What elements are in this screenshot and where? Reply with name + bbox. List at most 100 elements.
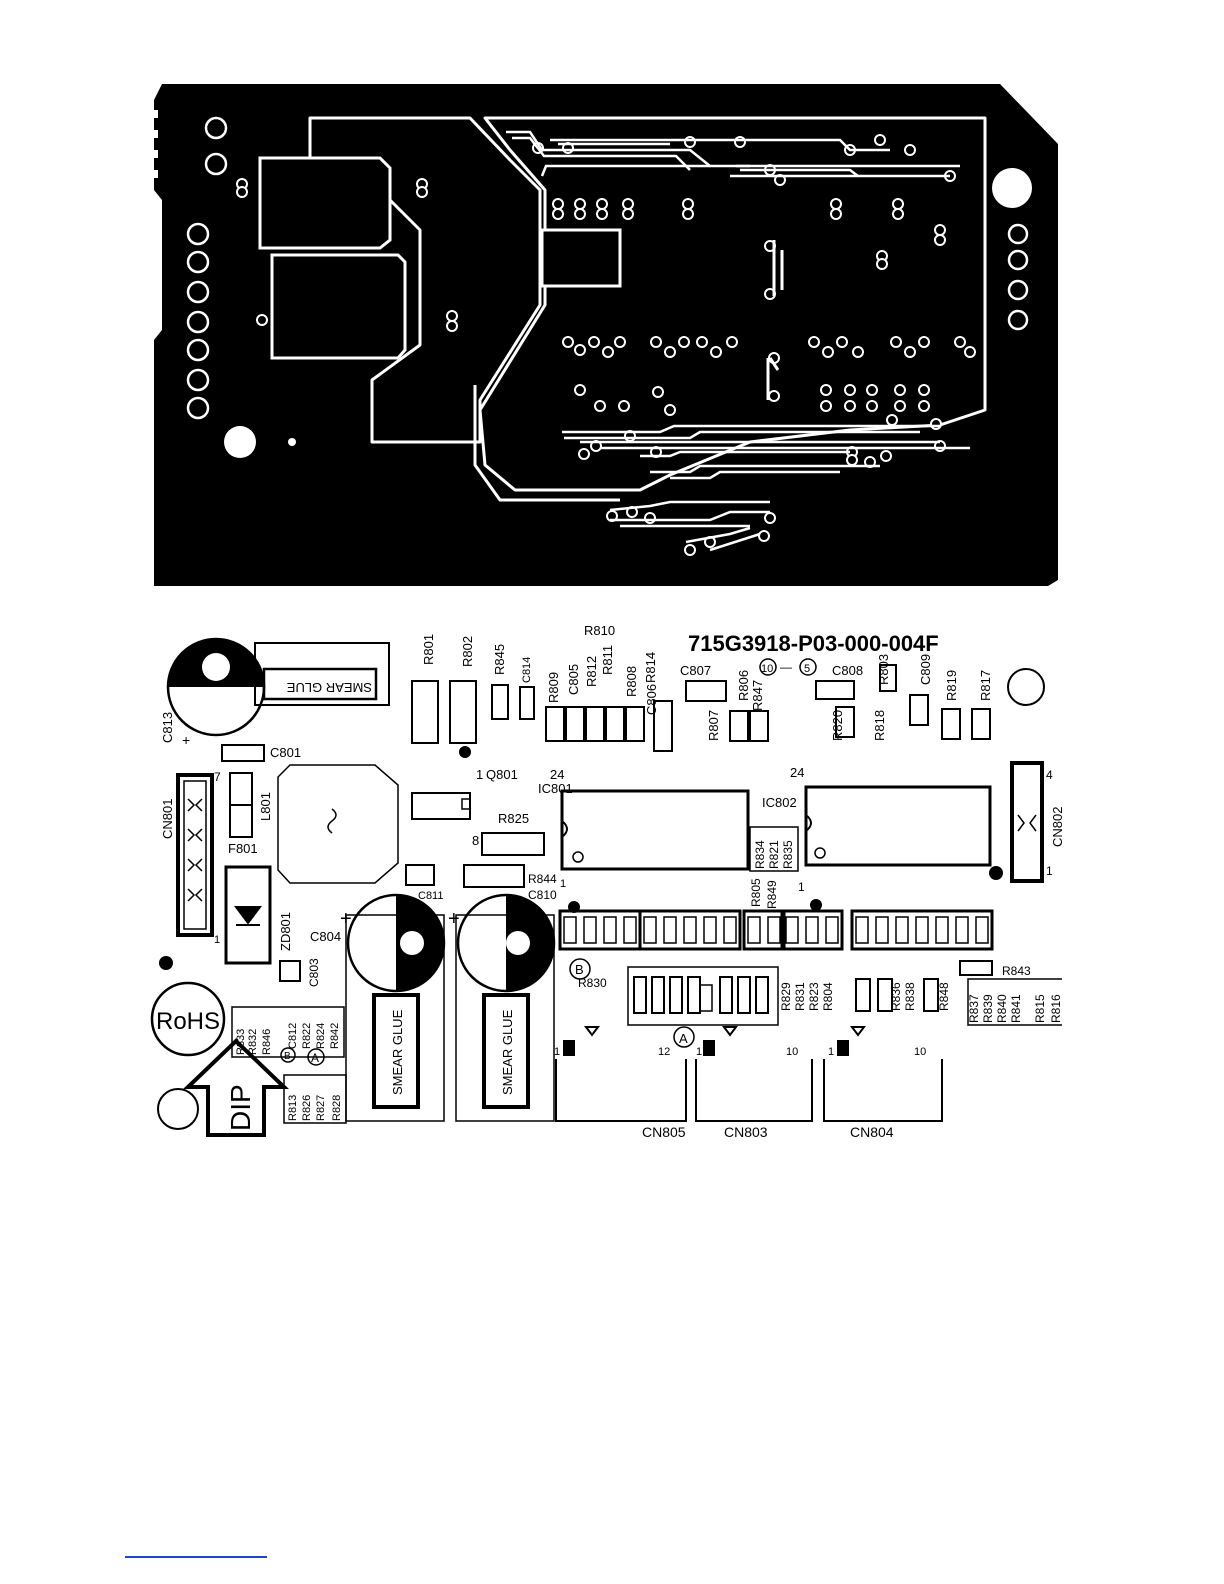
label-r848: R848	[937, 982, 951, 1011]
footprint-pad	[729, 710, 749, 742]
label-c811: C811	[418, 890, 443, 902]
label-r819: R819	[944, 670, 959, 701]
smear-glue-top-label: SMEAR GLUE	[286, 680, 372, 695]
c804-capacitor	[345, 893, 446, 1122]
label-r829: R829	[779, 982, 793, 1011]
label-r806: R806	[736, 670, 751, 701]
label-cn802: CN802	[1050, 807, 1062, 847]
label-r810: R810	[584, 623, 615, 638]
footprint-pad	[685, 680, 727, 702]
label-c812: C812	[287, 1023, 299, 1049]
label-r845: R845	[492, 644, 507, 675]
footprint-pad	[749, 710, 769, 742]
q801-pin1: 1	[476, 767, 483, 782]
label-r807: R807	[706, 710, 721, 741]
callout-b-mid: B	[575, 962, 584, 977]
cn802-pin1: 1	[1046, 864, 1053, 878]
footprint-pad	[625, 706, 645, 742]
signal-trace	[550, 138, 890, 152]
label-r840: R840	[995, 994, 1009, 1023]
label-f801: F801	[228, 841, 258, 856]
signal-trace	[709, 532, 761, 552]
signal-trace	[540, 164, 710, 177]
label-r836: R836	[889, 982, 903, 1011]
label-r844: R844	[528, 872, 557, 886]
label-l801: L801	[258, 792, 273, 821]
label-c813: C813	[160, 712, 175, 743]
ic802-pin24: 24	[790, 765, 804, 780]
cn803-connector	[695, 1026, 813, 1122]
cn804-connector	[823, 1026, 943, 1122]
cn802-connector	[1010, 761, 1044, 883]
footprint-pad	[835, 706, 855, 738]
label-r835: R835	[781, 840, 795, 869]
label-c807: C807	[680, 663, 711, 678]
mounting-holes	[224, 168, 1032, 458]
footprint-pad	[545, 706, 565, 742]
cn805-pin12: 12	[658, 1046, 670, 1058]
label-r830: R830	[578, 976, 607, 990]
signal-trace	[685, 526, 751, 544]
label-r815: R815	[1033, 994, 1047, 1023]
ic801-pin24: 24	[550, 767, 564, 782]
label-r813: R813	[287, 1095, 299, 1121]
label-c805: C805	[566, 664, 581, 695]
r825-pin8: 8	[472, 833, 479, 848]
label-r831: R831	[793, 982, 807, 1011]
label-r832: R832	[247, 1029, 259, 1055]
label-r820: R820	[830, 710, 845, 741]
ic802-chip	[804, 785, 992, 867]
label-c808: C808	[832, 663, 863, 678]
cn805-connector	[555, 1026, 687, 1122]
label-r803: R803	[876, 654, 891, 685]
label-r841: R841	[1009, 994, 1023, 1023]
plus-c804: +	[340, 908, 352, 930]
plus-c810: +	[448, 908, 460, 930]
signal-trace	[609, 500, 770, 512]
footer-link-underline[interactable]	[125, 1556, 267, 1558]
label-c806: C806	[644, 684, 659, 715]
edge-ticks	[154, 110, 158, 178]
ic801-chip	[560, 789, 750, 871]
label-cn803: CN803	[724, 1124, 768, 1140]
label-c809: C809	[918, 654, 933, 685]
ic802-pin1: 1	[798, 880, 805, 894]
label-c801: C801	[270, 745, 301, 760]
footprint-pad	[565, 706, 585, 742]
footprint-pad	[971, 708, 991, 740]
label-ic802: IC802	[762, 795, 797, 810]
label-r842: R842	[329, 1023, 341, 1049]
footprint-pad	[653, 700, 673, 752]
label-r826: R826	[301, 1095, 313, 1121]
rohs-mark	[150, 981, 226, 1057]
cn801-pin7: 7	[214, 770, 221, 784]
pcb-silkscreen-view: 715G3918-P03-000-004F C813 + SMEAR GLUE …	[150, 623, 1062, 1140]
label-r828: R828	[331, 1095, 343, 1121]
footprint-pad	[491, 684, 509, 720]
cn803-pin1: 1	[696, 1046, 702, 1058]
callout-10: 10	[761, 663, 773, 675]
footprint-pad	[909, 694, 929, 726]
label-r834: R834	[753, 840, 767, 869]
footprint-pad	[941, 708, 961, 740]
label-zd801: ZD801	[278, 912, 293, 951]
label-r837: R837	[967, 994, 981, 1023]
smear-glue-c804: SMEAR GLUE	[390, 1009, 405, 1095]
mid-row-footprints	[627, 960, 993, 1026]
label-r816: R816	[1049, 994, 1062, 1023]
resistor-array-row	[558, 909, 994, 951]
cn805-pin1: 1	[554, 1046, 560, 1058]
signal-trace	[640, 450, 850, 458]
label-r825: R825	[498, 811, 529, 826]
signal-trace	[650, 464, 880, 474]
plus-c813: +	[182, 732, 190, 748]
callout-5: 5	[804, 663, 810, 675]
footprint-pad	[879, 664, 897, 692]
label-cn804: CN804	[850, 1124, 894, 1140]
zd801-diode	[224, 865, 272, 965]
label-cn805: CN805	[642, 1124, 686, 1140]
